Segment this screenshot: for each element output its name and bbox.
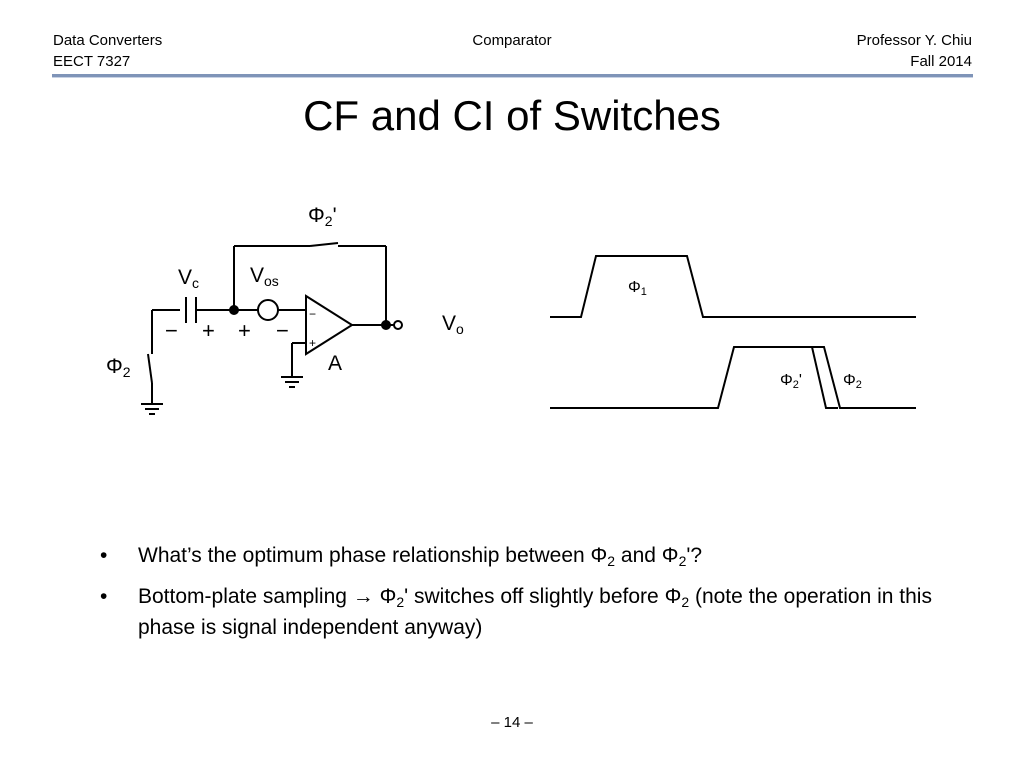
phi2p-timing-label: Φ2' — [780, 372, 802, 391]
vos-plus-sign: + — [238, 318, 251, 343]
comparator-circuit — [141, 242, 403, 415]
amp-label: A — [328, 352, 342, 375]
phi1-label: Φ1 — [628, 279, 647, 298]
header-divider — [52, 74, 973, 78]
header-center: Comparator — [0, 30, 1024, 51]
phi2-label: Φ2 — [106, 355, 131, 380]
bullet-marker: • — [100, 544, 108, 567]
phi1-waveform — [550, 255, 916, 318]
bullet-item: • What’s the optimum phase relationship … — [100, 540, 950, 571]
course-name: Data Converters — [53, 32, 163, 49]
phi2-waveform — [734, 346, 916, 409]
ground-icon — [281, 376, 303, 388]
vos-source-icon — [257, 299, 279, 321]
opamp-minus-label: − — [309, 307, 316, 321]
slide-title: CF and CI of Switches — [303, 92, 721, 139]
vc-label: Vc — [178, 266, 199, 291]
page-number: – 14 – — [491, 714, 533, 731]
header-right: Professor Y. Chiu Fall 2014 — [857, 30, 972, 72]
header-left: Data Converters EECT 7327 — [53, 30, 162, 72]
opamp-plus-label: + — [309, 336, 316, 350]
vos-minus-sign: − — [276, 318, 289, 343]
bullet-marker: • — [100, 585, 108, 608]
bullet-list: • What’s the optimum phase relationship … — [100, 540, 950, 653]
phi2p-switch-blade — [309, 242, 339, 247]
cap-minus-sign: − — [165, 318, 178, 343]
capacitor-icon — [185, 297, 197, 323]
phi2p-waveform — [550, 346, 838, 409]
timing-diagram — [550, 255, 916, 409]
bullet-item: • Bottom-plate sampling → Φ2' switches o… — [100, 581, 950, 643]
ground-icon — [141, 403, 163, 415]
term: Fall 2014 — [910, 53, 972, 70]
phi2-timing-label: Φ2 — [843, 372, 862, 391]
phi2-switch-blade — [147, 353, 153, 384]
cap-plus-sign: + — [202, 318, 215, 343]
output-junction-dot — [381, 320, 391, 330]
vos-label: Vos — [250, 264, 279, 289]
course-code: EECT 7327 — [53, 53, 131, 70]
vo-label: Vo — [442, 312, 464, 337]
phi2p-label: Φ2' — [308, 204, 337, 229]
instructor-name: Professor Y. Chiu — [856, 32, 972, 49]
output-terminal-icon — [393, 320, 403, 330]
opamp-icon — [305, 294, 354, 356]
lecture-topic: Comparator — [472, 32, 552, 49]
